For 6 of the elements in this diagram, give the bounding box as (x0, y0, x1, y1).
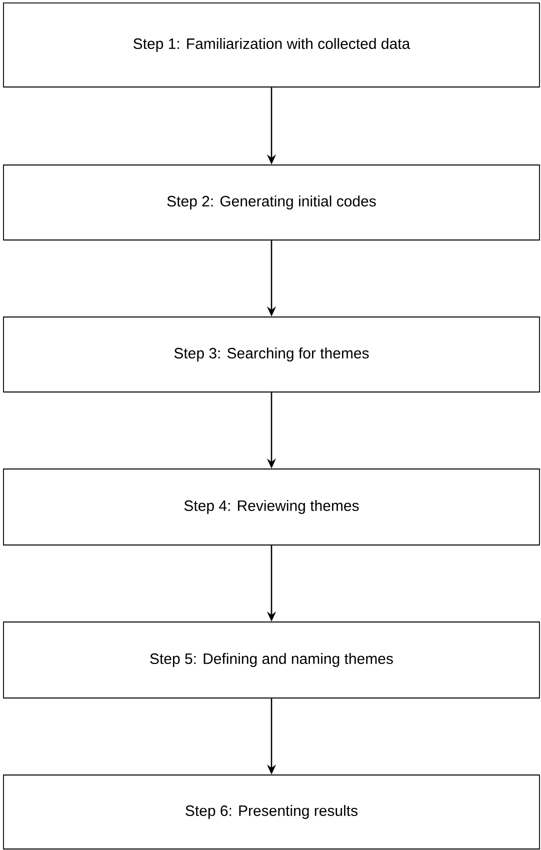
process-box: Step 4: Reviewing themes (3, 468, 540, 546)
process-box: Step 5: Defining and naming themes (3, 622, 540, 698)
process-box: Step 6: Presenting results (3, 774, 540, 850)
process-box: Step 1: Familiarization with collected data (3, 2, 540, 88)
process-box: Step 2: Generating initial codes (3, 164, 540, 240)
process-box: Step 3: Searching for themes (3, 316, 540, 392)
